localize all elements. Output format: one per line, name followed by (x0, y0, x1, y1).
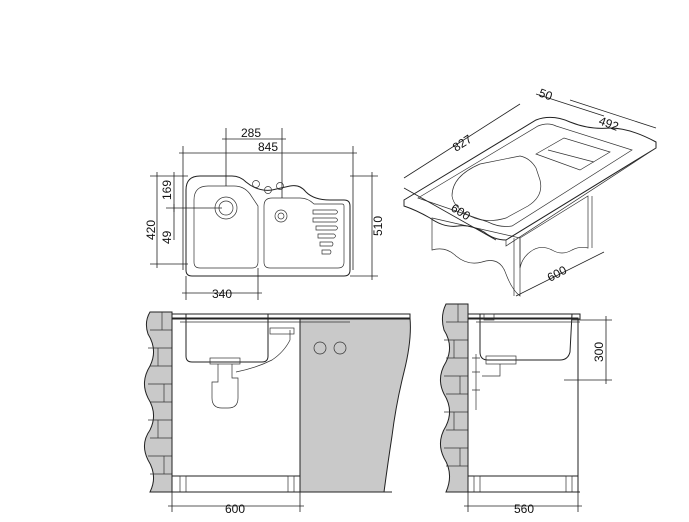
side-worktop (467, 313, 581, 320)
countertop-front-edge (505, 147, 657, 247)
iso-sink-bowl (451, 155, 542, 221)
front-bowl (185, 314, 269, 363)
iso-drainer (535, 137, 611, 171)
overflow-connector (269, 327, 295, 335)
countertop (403, 116, 657, 241)
dim-560: 560 (514, 502, 534, 516)
dim-600-front: 600 (448, 201, 473, 224)
dim-600-side: 600 (545, 263, 570, 285)
side-cabinet (467, 317, 579, 477)
dim-50: 50 (537, 86, 555, 104)
service-hole-2 (333, 341, 347, 355)
side-drain (485, 355, 517, 365)
side-waste-pipe (482, 364, 501, 377)
overflow-pipe (235, 330, 291, 373)
drainer-grooves (312, 209, 338, 255)
side-pipe (472, 354, 480, 410)
service-hole-1 (313, 341, 327, 355)
dim-510: 510 (371, 216, 385, 236)
cabinet-side (519, 195, 589, 269)
dim-169: 169 (160, 180, 174, 200)
tap-hole-2 (264, 186, 272, 194)
tap-base (483, 313, 495, 321)
siphon (211, 364, 239, 409)
plinth (171, 475, 301, 493)
tap-hole-3 (276, 182, 284, 190)
left-bowl (193, 185, 259, 269)
sink-outline (185, 175, 351, 277)
side-bowl (479, 313, 573, 361)
dim-49: 49 (160, 230, 174, 244)
top-view: 285 845 169 420 49 510 340 (144, 126, 385, 301)
iso-sink-rim (417, 123, 633, 227)
worktop (171, 313, 411, 320)
isometric-view: 50 827 492 600 600 (403, 86, 657, 297)
foot (287, 475, 295, 493)
front-view: 600 (144, 311, 411, 516)
dim-845: 845 (258, 140, 278, 154)
brick-lines (148, 312, 172, 475)
dim-line-50 (535, 93, 605, 117)
dim-line-827 (403, 103, 521, 179)
dim-420: 420 (144, 220, 158, 240)
drainer-line (547, 149, 595, 163)
dim-600-front-view: 600 (225, 502, 245, 516)
cabinet-front (171, 317, 301, 477)
right-drain-inner (277, 212, 285, 220)
dim-line-600-side (515, 251, 605, 297)
brick-lines-right (444, 304, 468, 467)
foot (179, 475, 187, 493)
cabinet-body (431, 217, 521, 297)
side-plinth (467, 475, 579, 493)
right-drain (274, 209, 288, 223)
drain-flange (209, 357, 241, 365)
dim-line-492 (569, 99, 657, 129)
dim-340: 340 (212, 287, 232, 301)
dim-300: 300 (592, 342, 606, 362)
right-bowl (263, 197, 345, 269)
foot (565, 475, 573, 493)
dim-line-600-front (403, 187, 497, 241)
dim-285: 285 (241, 126, 261, 140)
side-view: 300 560 (440, 303, 612, 516)
dim-492: 492 (597, 114, 621, 134)
brick-wall-right (440, 303, 469, 493)
tap-hole-1 (252, 180, 260, 188)
foot (473, 475, 481, 493)
cabinet-side-panel (299, 317, 411, 493)
